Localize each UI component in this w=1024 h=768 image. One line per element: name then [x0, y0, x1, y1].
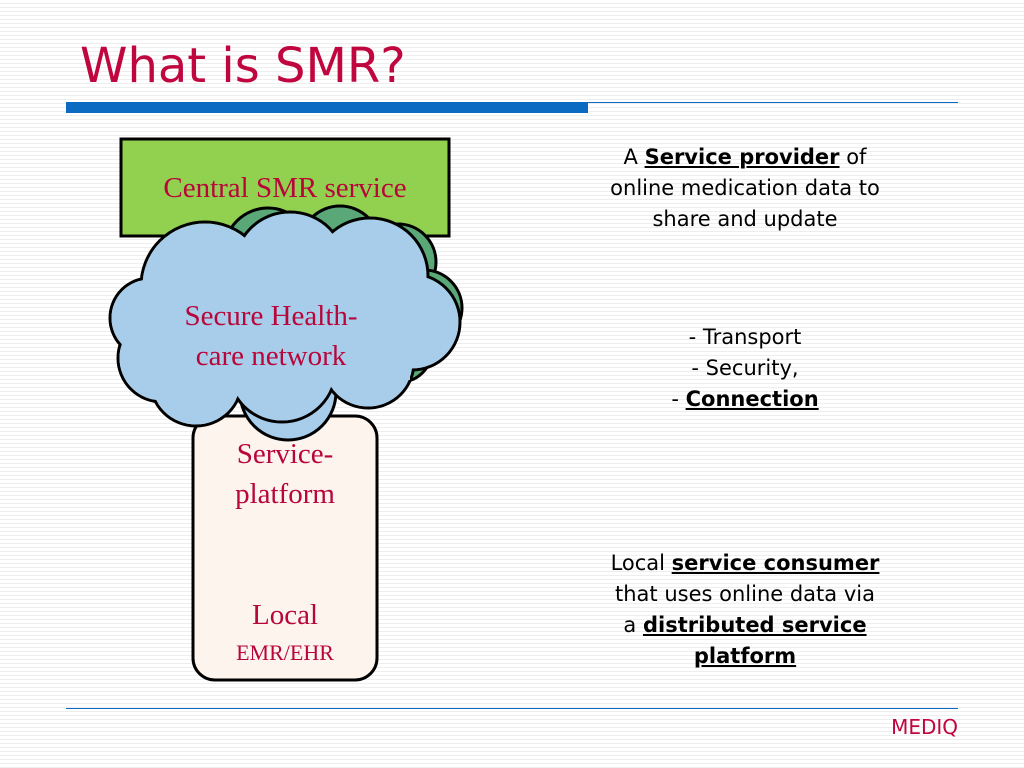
title-accent-rule [66, 102, 588, 113]
brand-label: MEDIQ [891, 715, 958, 739]
footer-rule [66, 708, 958, 709]
transport-line: - Transport [688, 325, 802, 349]
consumer-prefix: Local [610, 551, 672, 575]
consumer-line-4: platform [560, 641, 930, 672]
consumer-line-1: Local service consumer [560, 548, 930, 579]
provider-line-3: share and update [652, 207, 838, 231]
consumer-line-3-prefix: a [623, 613, 643, 637]
platform-term: platform [693, 644, 797, 668]
service-provider-term: Service provider [644, 145, 840, 169]
platform-label-line-1: Service- [236, 438, 334, 470]
service-consumer-term: service consumer [671, 551, 880, 575]
connection-term: Connection [685, 387, 819, 411]
distributed-service-term: distributed service [642, 613, 867, 637]
provider-prefix: A [623, 145, 645, 169]
platform-label-line-2: platform [235, 478, 335, 510]
network-label-line-1: Secure Health- [184, 300, 358, 332]
connection-prefix: - [671, 387, 686, 411]
network-label-line-2: care network [195, 340, 347, 372]
secure-network-label: Secure Health- care network [150, 296, 392, 376]
connection-line: - Connection [560, 384, 930, 415]
provider-suffix: of [839, 145, 867, 169]
title-thin-rule [588, 102, 958, 103]
security-line: - Security, [691, 356, 799, 380]
network-features-description: - Transport - Security, - Connection [560, 322, 930, 415]
secure-network-cloud [108, 210, 462, 428]
provider-line-2: online medication data to [610, 176, 880, 200]
emr-ehr-label: EMR/EHR [236, 640, 334, 665]
consumer-line-2: that uses online data via [615, 582, 875, 606]
provider-line-1: A Service provider of [560, 142, 930, 173]
service-platform-label: Service- platform [194, 434, 376, 514]
local-label: Local [251, 599, 318, 631]
service-provider-description: A Service provider of online medication … [560, 142, 930, 235]
central-smr-service-label: Central SMR service [163, 172, 407, 204]
service-consumer-description: Local service consumer that uses online … [560, 548, 930, 672]
consumer-line-3: a distributed service [560, 610, 930, 641]
slide-title: What is SMR? [80, 38, 406, 94]
